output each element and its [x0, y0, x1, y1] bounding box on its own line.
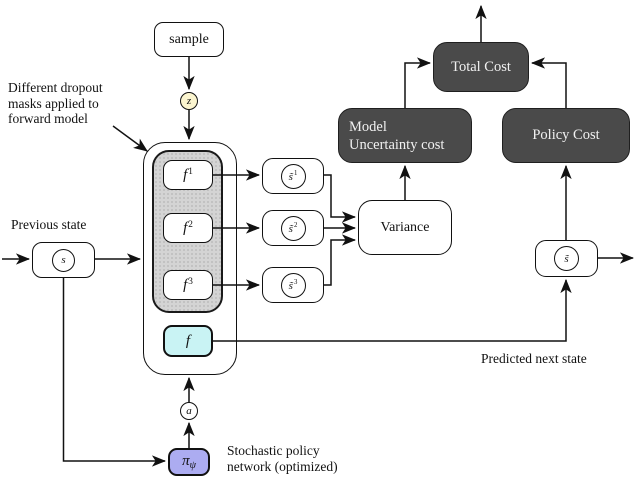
pred-sample-3-label: s̃3 [288, 278, 298, 292]
previous-state-circle: s [52, 248, 75, 272]
previous-state-annotation: Previous state [11, 217, 87, 232]
predicted-state-circle: s̃ [554, 246, 579, 271]
dropout-annotation-line-3: forward model [8, 111, 88, 126]
policy-cost-label: Policy Cost [532, 127, 600, 143]
mean-forward-model-label: f [185, 332, 191, 349]
forward-model-3-node: f3 [163, 270, 213, 300]
policy-cost-node: Policy Cost [502, 108, 630, 163]
forward-model-2-node: f2 [163, 213, 213, 243]
edge-s1-to-variance [324, 174, 357, 223]
pred-sample-1-circle: s̃1 [280, 163, 306, 189]
total-cost-node: Total Cost [433, 42, 529, 92]
pred-sample-3-circle: s̃3 [280, 272, 306, 298]
edge-s3-to-variance [324, 234, 357, 286]
edge-uncertainty-to-total [404, 57, 432, 108]
action-label: a [186, 405, 192, 417]
predicted-next-state-annotation: Predicted next state [481, 351, 587, 366]
pred-sample-3-node: s̃3 [262, 267, 324, 303]
model-uncertainty-cost-node: Model Uncertainty cost [338, 108, 472, 163]
total-cost-label: Total Cost [451, 58, 511, 75]
dropout-annotation: Different dropout masks applied to forwa… [8, 80, 103, 127]
pred-sample-2-node: s̃2 [262, 210, 324, 246]
previous-state-symbol: s [61, 254, 66, 266]
forward-model-1-node: f1 [163, 160, 213, 190]
action-node: a [180, 402, 198, 420]
policy-network-node: πψ [168, 448, 210, 476]
edge-dropout-note-pointer [112, 125, 148, 152]
sample-label: sample [169, 31, 209, 47]
previous-state-node: s [32, 242, 95, 278]
policy-annotation: Stochastic policy network (optimized) [227, 443, 338, 474]
pred-sample-1-label: s̃1 [288, 169, 298, 183]
model-uncertainty-line-2: Uncertainty cost [349, 136, 445, 153]
forward-model-1-label: f1 [183, 166, 193, 183]
dropout-annotation-line-2: masks applied to [8, 95, 99, 111]
latent-z-label: z [186, 95, 192, 107]
pred-sample-2-circle: s̃2 [280, 215, 306, 241]
variance-node: Variance [358, 200, 452, 255]
pred-sample-2-label: s̃2 [288, 221, 298, 235]
pred-sample-1-node: s̃1 [262, 158, 324, 194]
mean-forward-model-node: f [163, 325, 213, 357]
policy-network-label: πψ [182, 453, 196, 471]
sample-node: sample [154, 22, 224, 57]
predicted-state-node: s̃ [535, 240, 598, 277]
variance-label: Variance [380, 219, 430, 235]
forward-model-3-label: f3 [183, 276, 193, 293]
predicted-state-symbol: s̃ [564, 252, 569, 265]
policy-annotation-line-1: Stochastic policy [227, 443, 320, 458]
dropout-annotation-line-1: Different dropout [8, 80, 103, 95]
edge-policycost-to-total [530, 57, 567, 108]
forward-model-2-label: f2 [183, 219, 193, 236]
latent-z-node: z [180, 92, 198, 110]
policy-annotation-line-2: network (optimized) [227, 458, 338, 474]
model-uncertainty-line-1: Model [349, 118, 387, 135]
